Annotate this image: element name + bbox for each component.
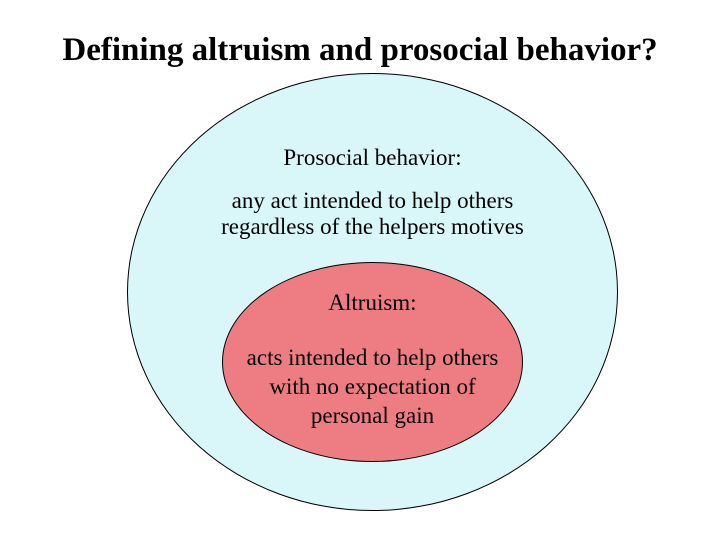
altruism-definition-line-3: personal gain — [310, 403, 435, 428]
prosocial-heading: Prosocial behavior: — [283, 145, 462, 170]
altruism-ellipse — [222, 262, 523, 462]
prosocial-definition-line-2: regardless of the helpers motives — [221, 214, 524, 239]
prosocial-definition-line-1: any act intended to help others — [231, 188, 514, 213]
altruism-definition: acts intended to help others with no exp… — [127, 343, 618, 430]
altruism-heading: Altruism: — [328, 290, 417, 315]
prosocial-definition: any act intended to help others regardle… — [127, 188, 618, 240]
slide-title: Defining altruism and prosocial behavior… — [62, 32, 658, 68]
altruism-definition-line-1: acts intended to help others — [246, 345, 499, 370]
altruism-definition-line-2: with no expectation of — [269, 374, 476, 399]
